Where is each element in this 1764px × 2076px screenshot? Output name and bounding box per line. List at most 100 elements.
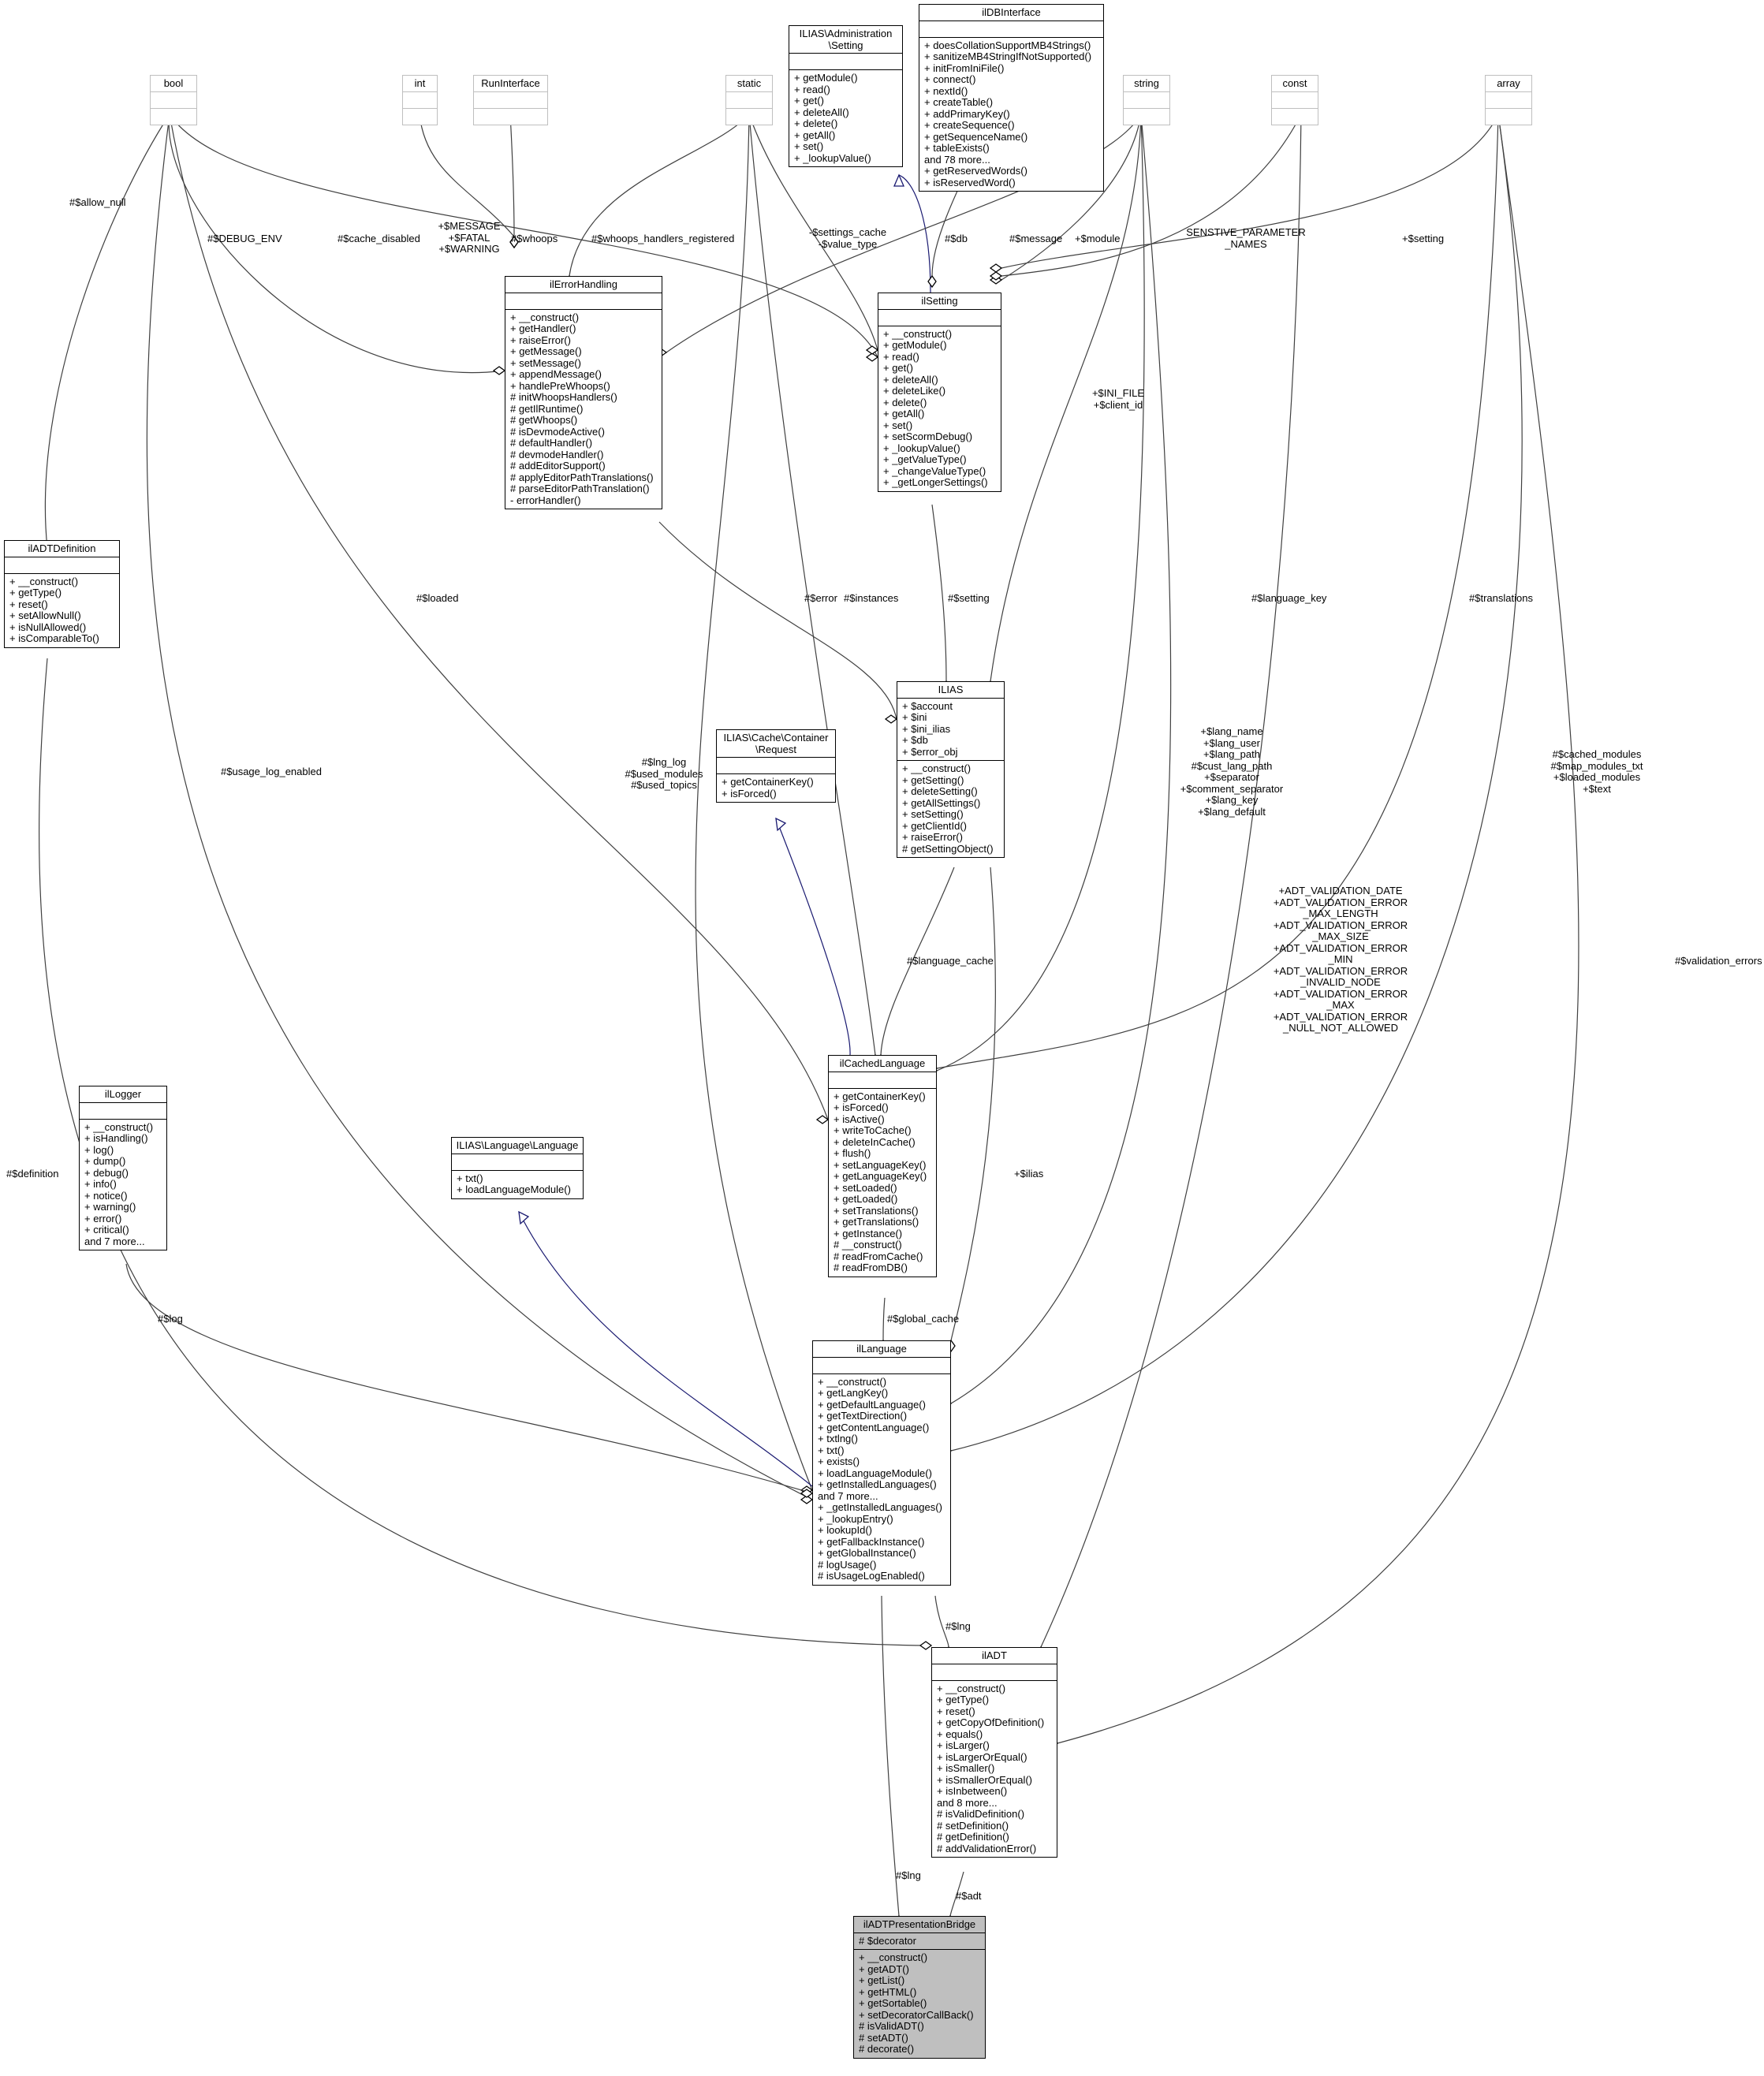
class-node-cache_request: ILIAS\Cache\Container \Request+ getConta… [716,729,836,803]
class-method: - errorHandler() [510,494,581,506]
edge-label: #$loaded [416,592,459,604]
class-method: + getContentLanguage() [818,1421,930,1433]
edge-label: #$global_cache [887,1313,960,1325]
edge-label: #$DEBUG_ENV [207,233,282,244]
usage-edge [950,114,1523,1452]
edge-label: SENSTIVE_PARAMETER _NAMES [1186,226,1306,250]
edge-label: #$whoops_handlers_registered [591,233,735,244]
class-attribute: + $account [902,699,953,712]
class-title: static [737,77,762,89]
class-method: + reset() [937,1705,975,1717]
class-attribute: + $error_obj [902,745,958,758]
class-method: + doesCollationSupportMB4Strings() [924,39,1091,51]
edge-label: #$lng [945,1620,971,1632]
class-method: + deleteAll() [794,106,849,118]
class-method: # defaultHandler() [510,437,593,449]
class-method: + _getLongerSettings() [883,476,988,488]
class-method: # setDefinition() [937,1819,1009,1832]
class-method: + _lookupValue() [794,151,871,164]
class-methods-section: + __construct()+ getSetting()+ deleteSet… [897,760,1004,857]
class-method: + warning() [84,1201,136,1213]
class-node-language_iface: ILIAS\Language\Language+ txt()+ loadLang… [451,1137,584,1199]
class-method: # addValidationError() [937,1842,1037,1854]
class-title: const [1282,77,1307,89]
usage-edge [169,114,878,358]
usage-edge [748,114,878,351]
class-method: # __construct() [834,1239,902,1250]
usage-edge [1001,114,1142,281]
class-title: string [1134,77,1159,89]
usage-edge [934,1595,949,1648]
class-method: + deleteLike() [883,385,946,397]
edge-label: +$setting [1402,233,1445,244]
class-method: # setADT() [859,2031,908,2044]
class-method: + getModule() [794,72,858,84]
class-methods-section: + __construct()+ getModule()+ read()+ ge… [878,325,1001,491]
class-title: ilADTDefinition [28,542,96,554]
class-node-static: static [725,75,773,125]
class-method: + raiseError() [902,831,963,843]
class-method: # initWhoopsHandlers() [510,391,617,403]
class-node-bool: bool [150,75,197,125]
class-method: and 8 more... [937,1796,998,1809]
class-method: + getInstalledLanguages() [818,1478,937,1490]
class-method: # isDevmodeActive() [510,425,605,438]
class-method: + getModule() [883,339,947,351]
class-method: + isComparableTo() [9,632,99,644]
class-method: # getDefinition() [937,1831,1009,1843]
class-method: + getSetting() [902,773,964,786]
inheritance-arrow [518,1210,530,1225]
usage-edge [1040,114,1302,1648]
class-method: + getTextDirection() [818,1410,908,1422]
class-method: + getMessage() [510,345,582,357]
edge-label: +$INI_FILE +$client_id [1091,387,1145,411]
class-attributes-section [919,20,1103,37]
class-methods-section [1486,107,1531,125]
class-node-ildbinterface: ilDBInterface+ doesCollationSupportMB4St… [919,4,1104,192]
class-method: + connect() [924,73,976,85]
edge-label: #$instances [844,592,899,604]
class-node-ilerrorhandling: ilErrorHandling+ __construct()+ getHandl… [505,276,662,509]
class-method: + isSmallerOrEqual() [937,1773,1033,1786]
class-attributes-section [474,91,547,108]
class-method: + read() [794,83,830,95]
class-method: + getGlobalInstance() [818,1547,916,1559]
class-title: array [1497,77,1520,89]
class-method: + log() [84,1143,114,1156]
class-attributes-section [1124,91,1169,108]
class-method: + setAllowNull() [9,609,81,621]
usage-edge [169,114,829,1120]
usage-edge [695,114,813,1491]
usage-edge [146,114,813,1500]
usage-edge [1057,114,1579,1744]
usage-edge [1001,114,1499,269]
class-title: RunInterface [481,77,540,89]
class-method: + createTable() [924,96,994,108]
class-method: + getHandler() [510,322,576,334]
class-method: + isSmaller() [937,1762,995,1774]
class-title: ILIAS\Administration \Setting [799,28,893,51]
usage-edge [931,504,947,682]
class-method: + read() [883,350,919,363]
class-method: + getAll() [883,408,925,419]
class-method: # readFromDB() [834,1262,908,1273]
class-attributes-section [80,1101,166,1119]
aggregation-diamond [509,235,519,249]
class-method: + exists() [818,1455,860,1467]
edge-label: #$lng [896,1869,921,1881]
class-method: + get() [794,95,824,106]
class-method: + deleteInCache() [834,1135,916,1148]
edge-label: #$cached_modules #$map_modules_txt +$loa… [1550,748,1643,795]
usage-edge [949,1871,964,1917]
class-attributes-section [932,1663,1057,1680]
class-method: + isInbetween() [937,1785,1008,1797]
class-methods-section: + __construct()+ getLangKey()+ getDefaul… [813,1373,950,1585]
aggregation-diamond [989,263,1003,273]
class-attributes-section [829,1071,936,1088]
edge-label: #$cache_disabled [338,233,420,244]
class-node-iladt: ilADT+ __construct()+ getType()+ reset()… [931,1647,1057,1858]
class-method: + _lookupValue() [883,442,960,454]
class-node-runinterface: RunInterface [473,75,548,125]
class-method: + getSortable() [859,1997,927,2009]
class-method: + getCopyOfDefinition() [937,1716,1045,1728]
